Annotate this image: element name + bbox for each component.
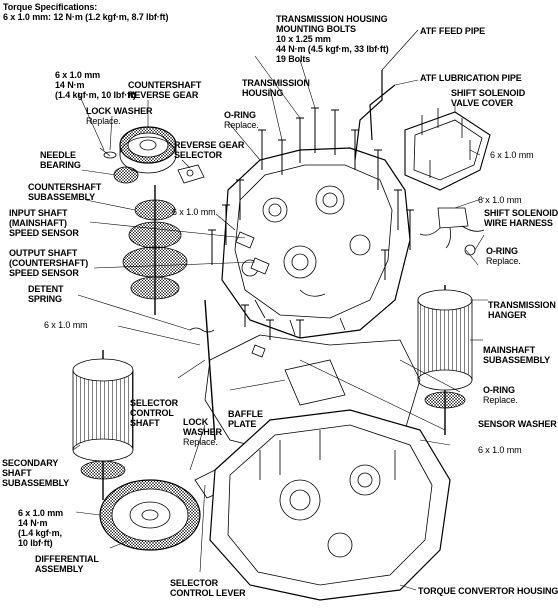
countershaft-subassembly-part [122,185,188,315]
baffle-plate-part [284,359,346,406]
shift-solenoid-valve-cover-label: SHIFT SOLENOID VALVE COVER [451,88,526,108]
differential-assembly-label: DIFFERENTIAL ASSEMBLY [35,554,99,574]
shift-solenoid-valve-cover-part [404,108,491,191]
secondary-shaft-subassembly-part [72,350,134,500]
needle-bearing-label: NEEDLE BEARING [40,150,81,170]
transmission-hanger-label: TRANSMISSION HANGER [488,300,556,320]
detent-spring-label: DETENT SPRING [28,284,64,304]
o-ring-right-label: O-RING [486,246,518,256]
reverse-gear-selector-part [177,164,205,184]
bolt-6x1-bottom-label: 6 x 1.0 mm 14 N·m (1.4 kgf·m, 10 lbf·ft) [18,508,64,548]
housing-bolts-spec: 10 x 1.25 mm 44 N·m (4.5 kgf·m, 33 lbf·f… [276,34,389,64]
atf-feed-pipe-label: ATF FEED PIPE [420,26,486,36]
countershaft-reverse-gear-label: COUNTERSHAFT REVERSE GEAR [128,80,202,100]
o-ring-top-replace: Replace. [224,120,259,130]
lock-washer-bottom-label: LOCK WASHER [183,417,222,437]
needle-bearing-part [113,166,139,184]
bolt-6x1-right-top-label: 6 x 1.0 mm [490,150,534,160]
lock-washer-top-part [99,147,117,159]
reverse-gear-selector-label: REVERSE GEAR SELECTOR [174,140,245,160]
selector-control-shaft-part [204,299,216,441]
shift-solenoid-wire-harness-label: SHIFT SOLENOID WIRE HARNESS [484,208,558,228]
o-ring-top-label: O-RING [224,110,256,120]
mainshaft-subassembly-part [417,285,473,435]
secondary-shaft-subassembly-label: SECONDARY SHAFT SUBASSEMBLY [2,458,70,488]
lock-washer-top-label: LOCK WASHER [86,106,153,116]
atf-lubrication-pipe [369,84,396,141]
o-ring-lower-replace: Replace. [483,395,518,405]
bolt-6x1-left-label: 6 x 1.0 mm [44,320,88,330]
bolt-6x1-top-label: 6 x 1.0 mm 14 N·m (1.4 kgf·m, 10 lbf·ft) [55,70,136,100]
differential-assembly-part [99,479,201,551]
o-ring-lower-label: O-RING [483,385,515,395]
atf-feed-pipe [354,70,383,161]
lock-washer-top-replace: Replace. [86,116,121,126]
torque-convertor-housing-part [209,409,451,601]
transmission-housing-label: TRANSMISSION HOUSING [242,78,310,98]
sensor-washer-label: SENSOR WASHER [478,419,557,429]
selector-control-shaft-label: SELECTOR CONTROL SHAFT [130,398,179,428]
torque-spec-title: Torque Specifications: [3,2,98,12]
selector-control-lever-label: SELECTOR CONTROL LEVER [170,578,246,598]
countershaft-reverse-gear-part [119,126,177,174]
speed-sensors [235,231,270,358]
bolt-6x1-mid-label: 6 x 1.0 mm [172,207,216,217]
bolt-6x1-right-mid-label: 6 x 1.0 mm [478,195,522,205]
baffle-plate-label: BAFFLE PLATE [228,409,263,429]
atf-lubrication-pipe-label: ATF LUBRICATION PIPE [420,73,522,83]
leader-lines [72,29,488,591]
lock-washer-bottom-replace: Replace. [183,437,218,447]
mainshaft-subassembly-label: MAINSHAFT SUBASSEMBLY [483,345,551,365]
transmission-housing-bolts-label: TRANSMISSION HOUSING MOUNTING BOLTS [276,14,388,34]
countershaft-subassembly-label: COUNTERSHAFT SUBASSEMBLY [28,182,102,202]
detent-spring-part [189,327,215,333]
bolt-6x1-lower-right-label: 6 x 1.0 mm [478,445,522,455]
output-shaft-speed-sensor-label: OUTPUT SHAFT (COUNTERSHAFT) SPEED SENSOR [9,248,89,278]
torque-spec-value: 6 x 1.0 mm: 12 N·m (1.2 kgf·m, 8.7 lbf·f… [3,12,169,22]
torque-convertor-housing-label: TORQUE CONVERTOR HOUSING [418,586,558,596]
input-shaft-speed-sensor-label: INPUT SHAFT (MAINSHAFT) SPEED SENSOR [9,208,79,238]
o-ring-right-replace: Replace. [486,256,521,266]
shift-solenoid-wire-harness-part [419,207,485,256]
